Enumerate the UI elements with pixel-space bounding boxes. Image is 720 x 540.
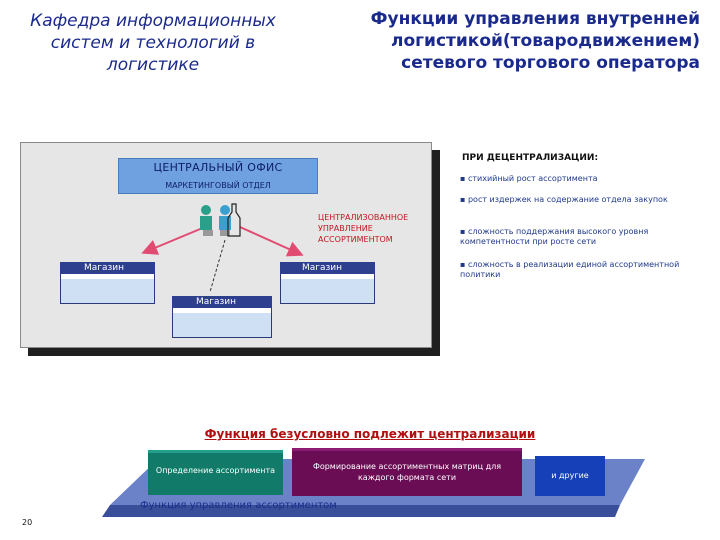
block-others: и другие — [535, 456, 605, 496]
bullet-item: ▪ сложность в реализации единой ассортим… — [460, 260, 705, 280]
store-left: Магазин — [60, 262, 155, 304]
slide-title: Функции управления внутренней логистикой… — [300, 8, 700, 74]
bullet-text: рост издержек на содержание отдела закуп… — [468, 195, 668, 204]
department-title: Кафедра информационных систем и технолог… — [8, 10, 298, 76]
platform-label: Функция управления ассортиментом — [140, 500, 400, 511]
store-building — [60, 270, 155, 304]
centralized-management-label: ЦЕНТРАЛИЗОВАННОЕ УПРАВЛЕНИЕ АССОРТИМЕНТО… — [318, 212, 428, 245]
arrow-to-store-bottom — [210, 240, 225, 292]
store-right: Магазин — [280, 262, 375, 304]
store-label: Магазин — [196, 297, 236, 307]
bullet-text: сложность в реализации единой ассортимен… — [460, 260, 679, 279]
bullet-text: стихийный рост ассортимента — [468, 174, 598, 183]
block-text: Формирование ассортиментных матриц для к… — [292, 451, 522, 483]
store-label: Магазин — [302, 263, 342, 273]
bullet-item: ▪ стихийный рост ассортимента — [460, 174, 705, 184]
store-building — [280, 270, 375, 304]
staff-icon — [200, 205, 231, 236]
store-building — [172, 304, 272, 338]
arrow-to-store-right — [240, 227, 300, 254]
block-matrix-formation: Формирование ассортиментных матриц для к… — [292, 448, 522, 496]
block-assortment-definition: Определение ассортимента — [148, 450, 283, 495]
block-text: и другие — [535, 456, 605, 481]
bullet-text: сложность поддержания высокого уровня ко… — [460, 227, 648, 246]
arrow-to-store-left — [145, 227, 205, 252]
page-number: 20 — [22, 518, 32, 527]
bullet-item: ▪ рост издержек на содержание отдела зак… — [460, 195, 705, 205]
store-bottom: Магазин — [172, 296, 272, 338]
bullet-item: ▪ сложность поддержания высокого уровня … — [460, 227, 705, 247]
block-text: Определение ассортимента — [148, 453, 283, 476]
store-label: Магазин — [84, 263, 124, 273]
decentralization-heading: ПРИ ДЕЦЕНТРАЛИЗАЦИИ: — [462, 153, 712, 163]
function-title: Функция безусловно подлежит централизаци… — [180, 427, 560, 441]
